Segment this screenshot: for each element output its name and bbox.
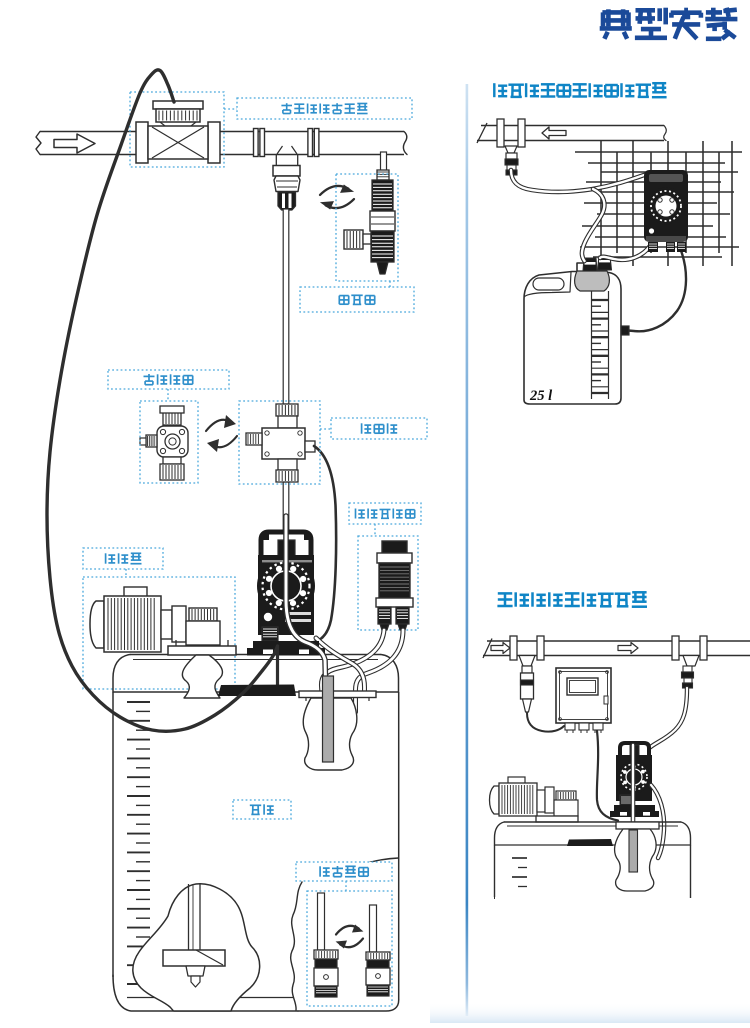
svg-text:25 l: 25 l	[529, 388, 552, 404]
